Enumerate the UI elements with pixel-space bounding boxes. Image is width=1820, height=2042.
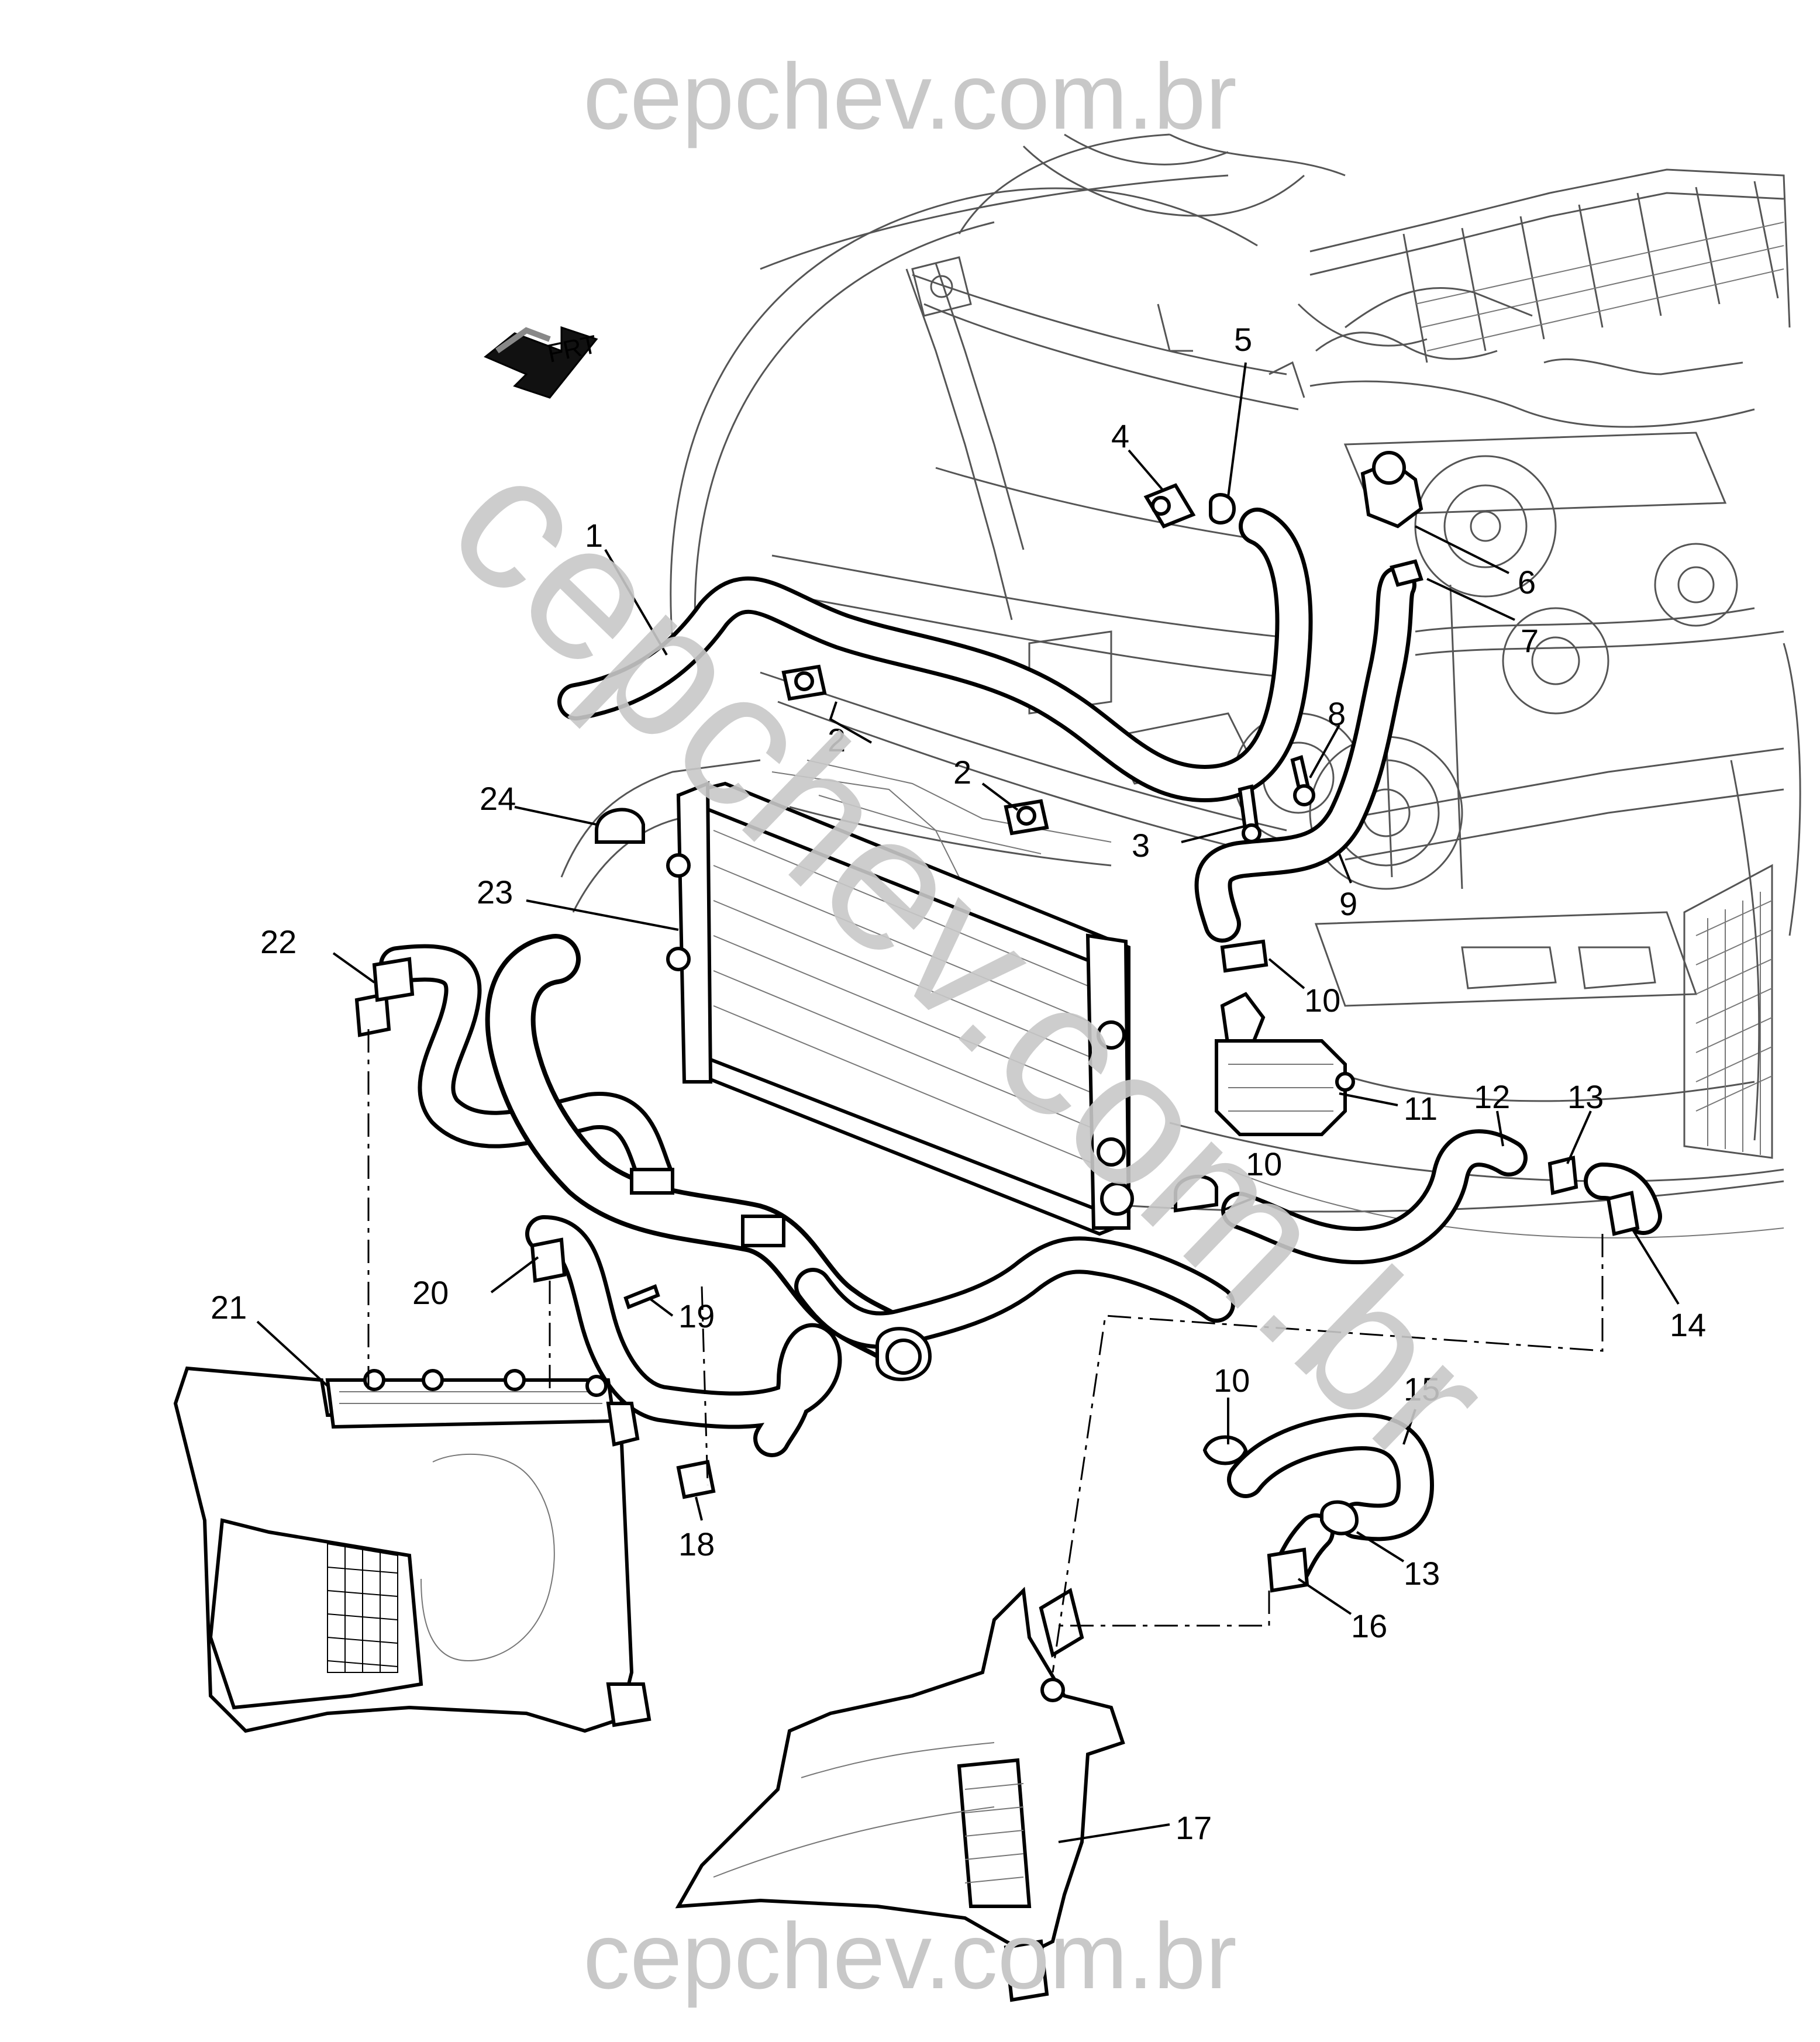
callout-22: 22 (260, 923, 297, 960)
callout-13a: 13 (1567, 1078, 1604, 1115)
fittings-and-clamps (354, 451, 1640, 1593)
watermark-top: cepchev.com.br (583, 44, 1237, 149)
callout-5: 5 (1234, 321, 1252, 358)
callout-2b: 2 (953, 754, 971, 791)
callout-13b: 13 (1404, 1555, 1440, 1592)
aux-pump-lower-hose (1221, 1129, 1662, 1264)
callout-10a: 10 (1304, 982, 1340, 1019)
callout-3: 3 (1132, 827, 1150, 864)
grille-mesh (1683, 864, 1773, 1159)
callout-14: 14 (1670, 1306, 1706, 1343)
callout-11: 11 (1404, 1090, 1438, 1127)
callout-4: 4 (1111, 418, 1129, 454)
hoses (379, 508, 1662, 1586)
callout-23: 23 (477, 874, 513, 910)
right-air-duct (675, 1586, 1125, 2002)
callout-17: 17 (1176, 1809, 1212, 1846)
front-arrow-icon (484, 326, 598, 399)
engine-background (560, 133, 1801, 1239)
auxiliary-coolant-pump (1215, 992, 1355, 1136)
watermark-bottom: cepchev.com.br (583, 1903, 1237, 2008)
upper-radiator-hose (557, 508, 1313, 802)
callout-1: 1 (585, 517, 603, 554)
left-cooler-assembly (173, 1366, 652, 1733)
callout-7: 7 (1521, 622, 1539, 659)
callout-18: 18 (678, 1526, 715, 1562)
callout-2a: 2 (828, 722, 846, 758)
radiator (666, 781, 1134, 1236)
callout-12: 12 (1474, 1078, 1510, 1115)
callout-9: 9 (1339, 885, 1357, 922)
callout-19: 19 (678, 1298, 715, 1334)
left-cooler-inlet-hose (379, 944, 674, 1194)
callout-8: 8 (1328, 695, 1346, 732)
callout-6: 6 (1518, 564, 1536, 601)
left-cooler-mesh (327, 1543, 398, 1673)
callout-10c: 10 (1214, 1362, 1250, 1399)
callout-16: 16 (1351, 1608, 1387, 1644)
lower-radiator-hose-2 (794, 1236, 1235, 1349)
callout-21: 21 (211, 1289, 247, 1326)
front-direction-indicator: FRT (484, 326, 599, 399)
aux-pump-upper-hose (1194, 566, 1416, 943)
callout-labels: 1 2 2 3 4 5 6 7 8 9 10 10 10 11 12 13 13… (211, 321, 1706, 1846)
front-arrow-label: FRT (545, 330, 599, 368)
callout-24: 24 (480, 780, 516, 817)
callout-10b: 10 (1246, 1146, 1282, 1182)
callout-20: 20 (412, 1274, 449, 1311)
callout-15: 15 (1404, 1371, 1440, 1408)
leader-lines (256, 362, 1680, 1843)
cooler-outlet-hose (525, 1215, 842, 1457)
